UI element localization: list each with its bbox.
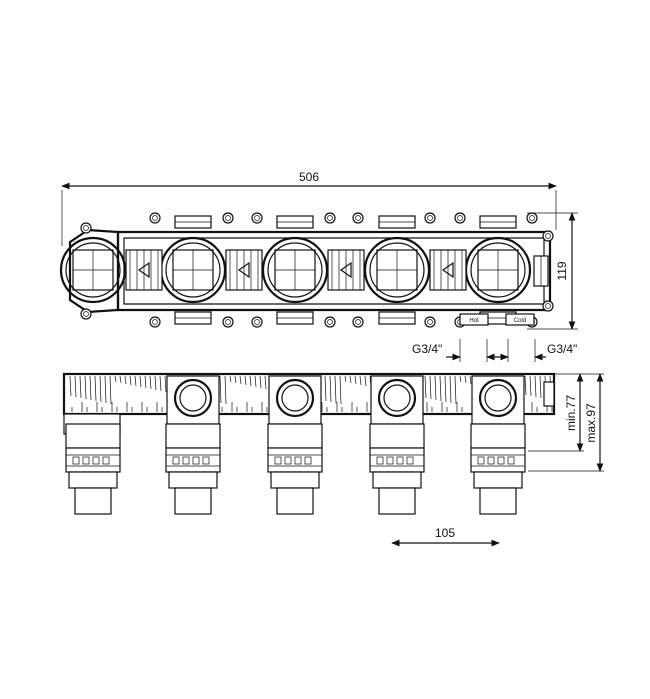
valve-top-4 — [363, 215, 431, 325]
inlet-left-label: G3/4" — [412, 342, 442, 356]
top-view: 506 119 Hot Cold G3/4" G3/4" — [59, 170, 578, 362]
valve-front-2 — [165, 375, 221, 515]
valve-front-1 — [65, 423, 121, 515]
front-view: min.77 max.97 105 — [62, 372, 604, 547]
connector-3 — [327, 249, 365, 291]
inlet-right-label: G3/4" — [547, 342, 577, 356]
cold-port-label: Cold — [514, 318, 526, 324]
depth-min-label: min.77 — [564, 395, 578, 431]
overall-width-label: 506 — [299, 170, 319, 184]
connector-1 — [125, 249, 163, 291]
valve-top-3 — [261, 215, 329, 325]
depth-max-label: max.97 — [584, 403, 598, 443]
hot-port-label: Hot — [469, 318, 479, 324]
connector-2 — [225, 249, 263, 291]
spacing-label: 105 — [435, 526, 455, 540]
valve-top-1 — [59, 236, 127, 304]
manifold-frame — [59, 212, 554, 328]
valve-top-5 — [464, 215, 532, 325]
valve-front-5 — [470, 375, 526, 515]
valve-front-4 — [369, 375, 425, 515]
height-label: 119 — [555, 261, 569, 280]
connector-4 — [429, 249, 467, 291]
valve-front-3 — [267, 375, 323, 515]
